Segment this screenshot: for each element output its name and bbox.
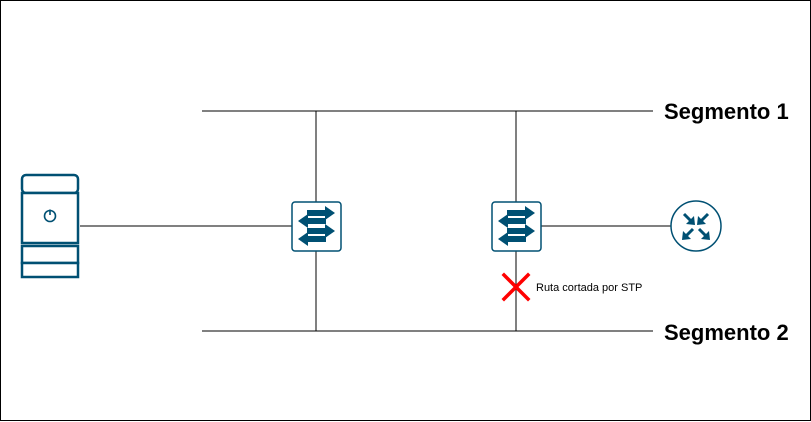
server-icon: [20, 173, 80, 279]
segment-2-label: Segmento 2: [664, 320, 789, 345]
x-mark-icon: [501, 272, 531, 302]
segment-1-label: Segmento 1: [664, 99, 789, 124]
switch-left-icon: [291, 201, 342, 252]
stp-blocked-label: Ruta cortada por STP: [536, 282, 642, 294]
router-icon: [670, 200, 722, 252]
switch-right-icon: [491, 201, 542, 252]
power-icon: [43, 209, 57, 223]
